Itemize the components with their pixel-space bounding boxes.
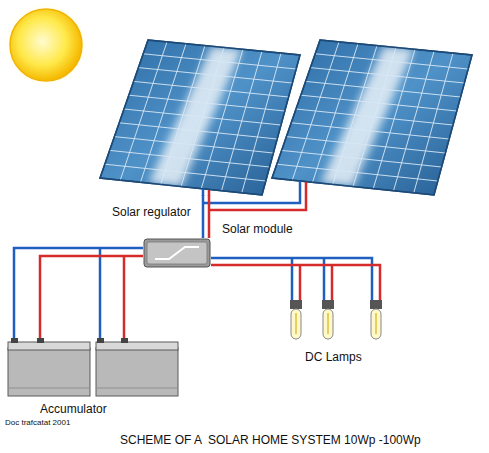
cell-line — [134, 81, 289, 97]
sun — [10, 9, 82, 81]
wire-pair — [203, 195, 209, 238]
wire — [211, 265, 380, 300]
switch-symbol — [155, 247, 199, 259]
wire — [208, 195, 211, 238]
panel-face — [100, 40, 300, 195]
cell-line — [286, 137, 445, 153]
wire — [99, 248, 102, 338]
wire — [123, 256, 126, 338]
cell-line — [119, 123, 277, 139]
dc-lamps: DC Lamps — [285, 300, 390, 345]
part-label: Accumulator — [40, 402, 107, 416]
cell-line — [138, 68, 292, 83]
cell-line — [315, 54, 468, 69]
cell-line — [105, 164, 266, 181]
caption: SCHEME OF A SOLAR HOME SYSTEM 10Wp -100W… — [120, 433, 421, 447]
battery — [8, 338, 90, 396]
cell-line — [124, 109, 281, 125]
cell-line — [296, 109, 453, 125]
dc-lamp — [370, 300, 382, 339]
lamp-group — [285, 300, 390, 345]
sun-glow — [2, 1, 90, 89]
battery-pair — [8, 338, 184, 398]
cell-line — [306, 81, 461, 97]
solar-panels — [100, 40, 472, 195]
panel-wire-red — [209, 182, 306, 210]
wire — [331, 265, 334, 300]
cell-line — [301, 95, 457, 111]
cell-line — [110, 150, 270, 167]
part-label: DC Lamps — [305, 350, 362, 364]
regulator-box — [143, 238, 211, 268]
panel-frame — [100, 40, 300, 195]
doc-note: Doc trafcatat 2001 — [5, 418, 70, 427]
wire-pair — [211, 258, 380, 300]
cell-line — [282, 150, 442, 167]
wire — [299, 265, 302, 300]
part-label: Solar regulator — [112, 205, 191, 219]
cell-line — [291, 123, 449, 139]
wire-pair — [14, 248, 143, 338]
panel-wire-blue — [203, 181, 300, 203]
cell-line — [114, 137, 273, 153]
wire — [14, 248, 143, 338]
panel-face — [272, 40, 472, 195]
dc-lamp — [290, 300, 302, 339]
cell-line — [277, 164, 438, 181]
panel-frame — [272, 40, 472, 195]
panel-wire-blue — [202, 189, 205, 196]
part-label: Solar module — [222, 222, 293, 236]
accumulator: Accumulator — [8, 338, 184, 398]
wire — [40, 256, 143, 338]
cell-line — [129, 95, 285, 111]
solar-module: Solar module — [100, 40, 472, 195]
cell-line — [310, 68, 464, 83]
dc-lamp — [322, 300, 334, 339]
battery — [96, 338, 178, 396]
solar-regulator: Solar regulator — [143, 238, 211, 268]
wire — [202, 195, 205, 238]
cell-line — [143, 54, 296, 69]
